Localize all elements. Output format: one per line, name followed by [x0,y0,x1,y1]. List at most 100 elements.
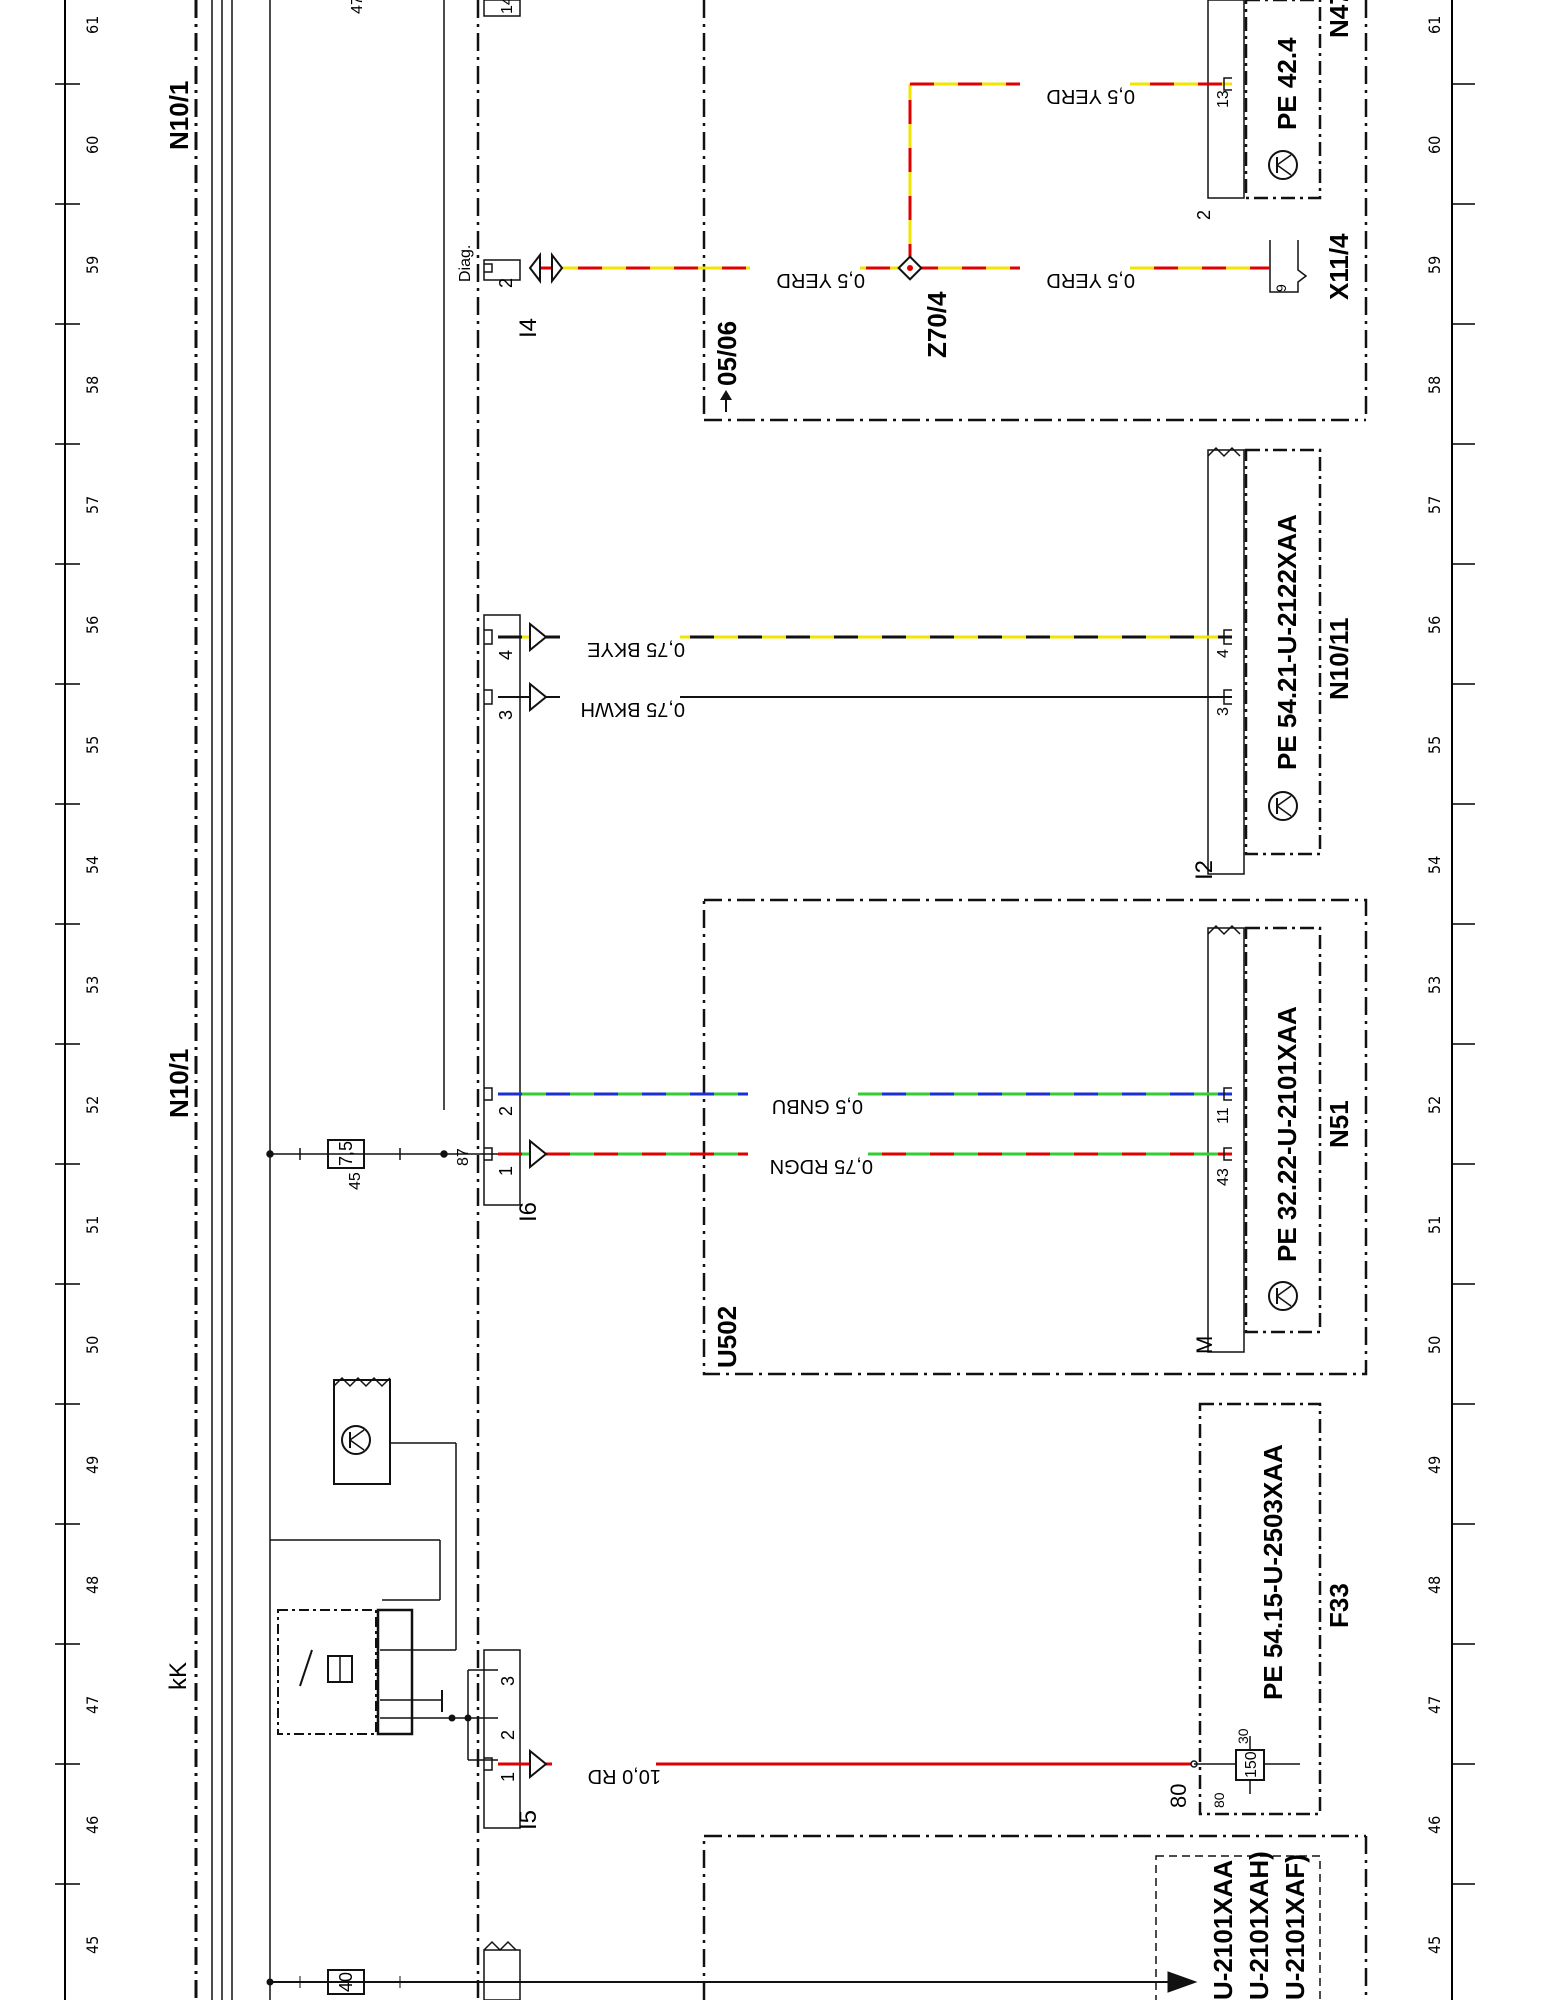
grid-number: 54 [83,856,102,874]
pin-87-label: 87 [455,1148,472,1166]
wire-yerd-group [530,82,1270,270]
grid-number: 55 [83,736,102,754]
grid-number: 52 [83,1096,102,1114]
f33-pe-ref: PE 54.15-U-2503XAA [1258,1444,1288,1700]
bottom-ref-3: U-2101XAF) [1280,1854,1310,2000]
grid-number: 57 [1425,496,1444,514]
connector-x11-4: 9 X11/4 [1269,233,1354,300]
grid-number: 51 [83,1216,102,1234]
component-f33: PE 54.15-U-2503XAA F33 150 30 80 [1194,1402,1354,1816]
top-14-label: 14 [499,0,516,14]
main-bus-lines [194,0,521,2000]
f33-label: F33 [1324,1583,1354,1628]
z70-4-label: Z70/4 [922,291,952,358]
module-box-bottom [702,1834,1368,2000]
grid-number: 60 [1425,136,1444,154]
pin-2-n47-label: 2 [1194,210,1214,220]
module-box-u502 [702,898,1368,1376]
grid-number: 61 [1425,16,1444,34]
grid-number: 48 [83,1576,102,1594]
n10-11-label: N10/11 [1324,618,1354,700]
wire-bkye-bkwh [498,621,1232,713]
grid-number: 60 [83,136,102,154]
grid-number: 54 [1425,856,1444,874]
i2-label: I2 [1191,860,1218,880]
grid-number: 47 [83,1696,102,1714]
wire-yerd-1: 0,5 YERD [776,269,865,291]
wire-rd [498,1748,1198,1780]
pin-4-right-label: 4 [1215,649,1232,658]
n51-label: N51 [1324,1100,1354,1148]
u502-label: U502 [712,1306,742,1368]
top-47-label: 47 [349,0,366,14]
fuse-40-label: 40 [336,1972,356,1992]
grid-number: 58 [83,376,102,394]
ref-0506-label: 05/06 [712,321,742,386]
grid-number: 59 [83,256,102,274]
grid-number: 52 [1425,1096,1444,1114]
relay-control-box [333,1376,391,1485]
x11-4-label: X11/4 [1324,233,1354,300]
pin-80-inner-label: 80 [1211,1792,1227,1808]
component-n47: PE 42.4 N47 13 2 [1194,0,1354,220]
fuse-7-5-feed [266,1139,498,1169]
diag-connector: Diag. 2 I4 [457,245,564,338]
component-n51: PE 32.22-U-2101XAA N51 11 43 M [1192,924,1354,1354]
grid-number: 56 [83,616,102,634]
pin-30-label: 30 [1235,1728,1251,1744]
i6-label: I6 [515,1202,542,1222]
grid-number: 50 [1425,1336,1444,1354]
grid-number: 50 [83,1336,102,1354]
grid-number: 51 [1425,1216,1444,1234]
i5-label: I5 [515,1810,542,1830]
wire-labels-yerd: 0,5 YERD 0,5 YERD 0,5 YERD [750,72,1135,291]
grid-number: 48 [1425,1576,1444,1594]
wire-yerd-3: 0,5 YERD [1046,85,1135,107]
grid-number: 53 [83,976,102,994]
diag-label: Diag. [457,245,474,282]
wire-gnbu-rdgn [498,1082,1232,1170]
pin-3-right-label: 3 [1215,707,1232,716]
wire-bkye: 0,75 BKYE [587,638,685,660]
pin-3-i5-label: 3 [498,1676,518,1686]
pin-9-label: 9 [1273,284,1289,292]
transistor-icon [341,1425,371,1455]
grid-number: 45 [83,1936,102,1954]
bottom-ref-2: U-2101XAH) [1244,1851,1274,2000]
wire-yerd-2: 0,5 YERD [1046,269,1135,291]
m-label: M [1192,1336,1217,1354]
pin-2-i5-label: 2 [498,1730,518,1740]
n10-1-mid-label: N10/1 [164,1049,194,1118]
ref-05-06: 05/06 [712,321,742,412]
grid-number: 57 [83,496,102,514]
grid-number: 46 [83,1816,102,1834]
grid-number: 45 [1425,1936,1444,1954]
transistor-icon [1268,150,1298,180]
grid-number: 56 [1425,616,1444,634]
component-n10-11: PE 54.21-U-2122XAA N10/11 4 3 I2 [1191,446,1354,880]
transistor-icon [1268,1281,1298,1311]
pin-43-label: 43 [1215,1168,1232,1186]
grid-number: 53 [1425,976,1444,994]
fuse-7-5-label: 7,5 [336,1141,356,1166]
n10-1-top-label: N10/1 [164,81,194,150]
wire-gnbu: 0,5 GNBU [772,1095,863,1117]
bottom-ref-1: U-2101XAA [1208,1860,1238,2000]
module-box-upper [702,0,1368,422]
n47-pe-ref: PE 42.4 [1272,37,1302,130]
n10-11-pe-ref: PE 54.21-U-2122XAA [1272,514,1302,770]
grid-number: 61 [83,16,102,34]
pin-3-left-label: 3 [496,710,516,720]
grid-number: 47 [1425,1696,1444,1714]
grid-number: 59 [1425,256,1444,274]
pin-2-i6-label: 2 [496,1106,516,1116]
pin-11-label: 11 [1215,1107,1232,1124]
bottom-feed [266,1855,1321,2000]
grid-number: 49 [83,1456,102,1474]
n47-label: N47 [1324,0,1354,38]
pin-stubs [484,77,1232,1771]
pin-2-diag-label: 2 [496,278,516,288]
wire-rdgn: 0,75 RDGN [770,1155,873,1177]
n51-pe-ref: PE 32.22-U-2101XAA [1272,1006,1302,1262]
